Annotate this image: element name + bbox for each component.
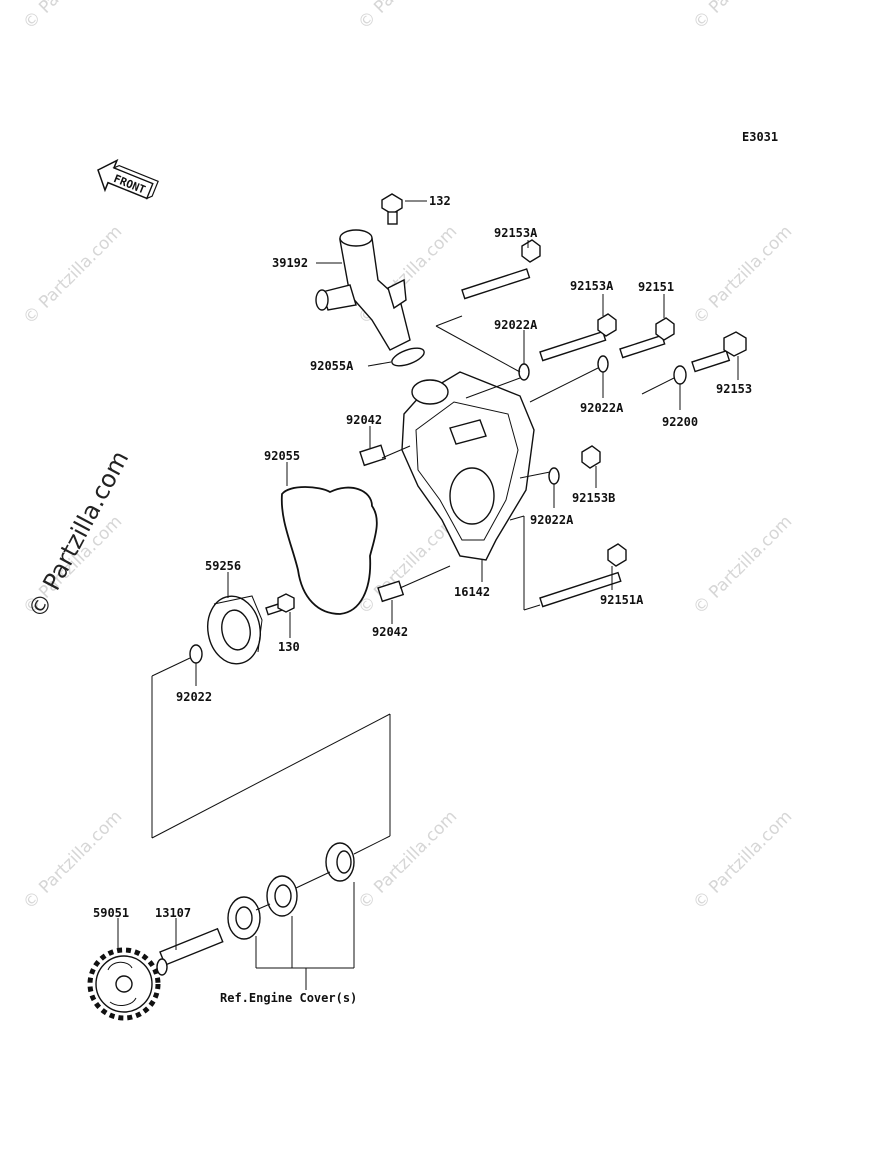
front-arrow-icon: FRONT	[97, 158, 159, 200]
label-92055a: 92055A	[310, 359, 354, 373]
label-92055: 92055	[264, 449, 300, 463]
label-92153a: 92153A	[494, 226, 538, 240]
label-92153: 92153	[716, 382, 752, 396]
label-92153b: 92153B	[572, 491, 615, 505]
dowel-pin-92042-icon	[359, 444, 387, 467]
watermark: © Partzilla.com	[19, 222, 126, 329]
ball-bearing-2-icon	[227, 896, 261, 940]
label-16142: 16142	[454, 585, 490, 599]
bolt-92151-icon	[619, 317, 675, 359]
watermark: © Partzilla.com	[689, 512, 796, 619]
label-92151: 92151	[638, 280, 674, 294]
bolt-92153b-icon	[581, 445, 601, 469]
label-92022a-2: 92022A	[580, 401, 624, 415]
long-bolt-92153a-icon	[461, 239, 541, 300]
diagram-code: E3031	[742, 130, 778, 144]
oil-seal-icon	[325, 842, 355, 882]
washer-92022a-2-icon	[597, 355, 609, 373]
watermark: © Partzilla.com	[19, 807, 126, 914]
pump-shaft-icon	[156, 927, 224, 976]
watermark: © Partzilla.com	[19, 0, 126, 34]
label-59051: 59051	[93, 906, 129, 920]
label-39192: 39192	[272, 256, 308, 270]
label-92153a-2: 92153A	[570, 279, 614, 293]
bolt-132-icon	[381, 193, 403, 225]
label-92200: 92200	[662, 415, 698, 429]
leader-lines	[117, 200, 739, 990]
part-labels: 132 39192 92153A 92153A 92151 92022A 920…	[93, 194, 752, 1005]
label-132: 132	[429, 194, 451, 208]
bolt-92153-icon	[691, 331, 747, 373]
label-92022a: 92022A	[494, 318, 538, 332]
washer-92200-icon	[673, 365, 687, 385]
bolt-130-icon	[265, 593, 295, 616]
washer-92022-icon	[189, 644, 203, 664]
o-ring-92055a-icon	[391, 347, 425, 367]
bolt-92151a-icon	[539, 543, 627, 608]
watermark: © Partzilla.com	[689, 222, 796, 329]
ball-bearing-icon	[266, 875, 298, 917]
label-92042-2: 92042	[372, 625, 408, 639]
pump-cover-icon	[401, 371, 535, 561]
label-92022: 92022	[176, 690, 212, 704]
gasket-92055-icon	[280, 486, 378, 615]
gear-icon	[87, 947, 161, 1021]
watermark: © Partzilla.com	[689, 0, 796, 34]
label-92151a: 92151A	[600, 593, 644, 607]
water-pipe-icon	[315, 229, 411, 351]
washer-92022a-icon	[518, 363, 530, 381]
watermark: © Partzilla.com	[689, 807, 796, 914]
long-bolt-92153a-2-icon	[539, 313, 617, 362]
label-92042: 92042	[346, 413, 382, 427]
watermark: © Partzilla.com	[354, 0, 461, 34]
impeller-icon	[207, 595, 263, 665]
watermark: © Partzilla.com	[354, 807, 461, 914]
label-92022a-3: 92022A	[530, 513, 574, 527]
label-59256: 59256	[205, 559, 241, 573]
ref-note: Ref.Engine Cover(s)	[220, 991, 357, 1005]
label-130: 130	[278, 640, 300, 654]
washer-92022a-3-icon	[548, 467, 560, 485]
label-13107: 13107	[155, 906, 191, 920]
